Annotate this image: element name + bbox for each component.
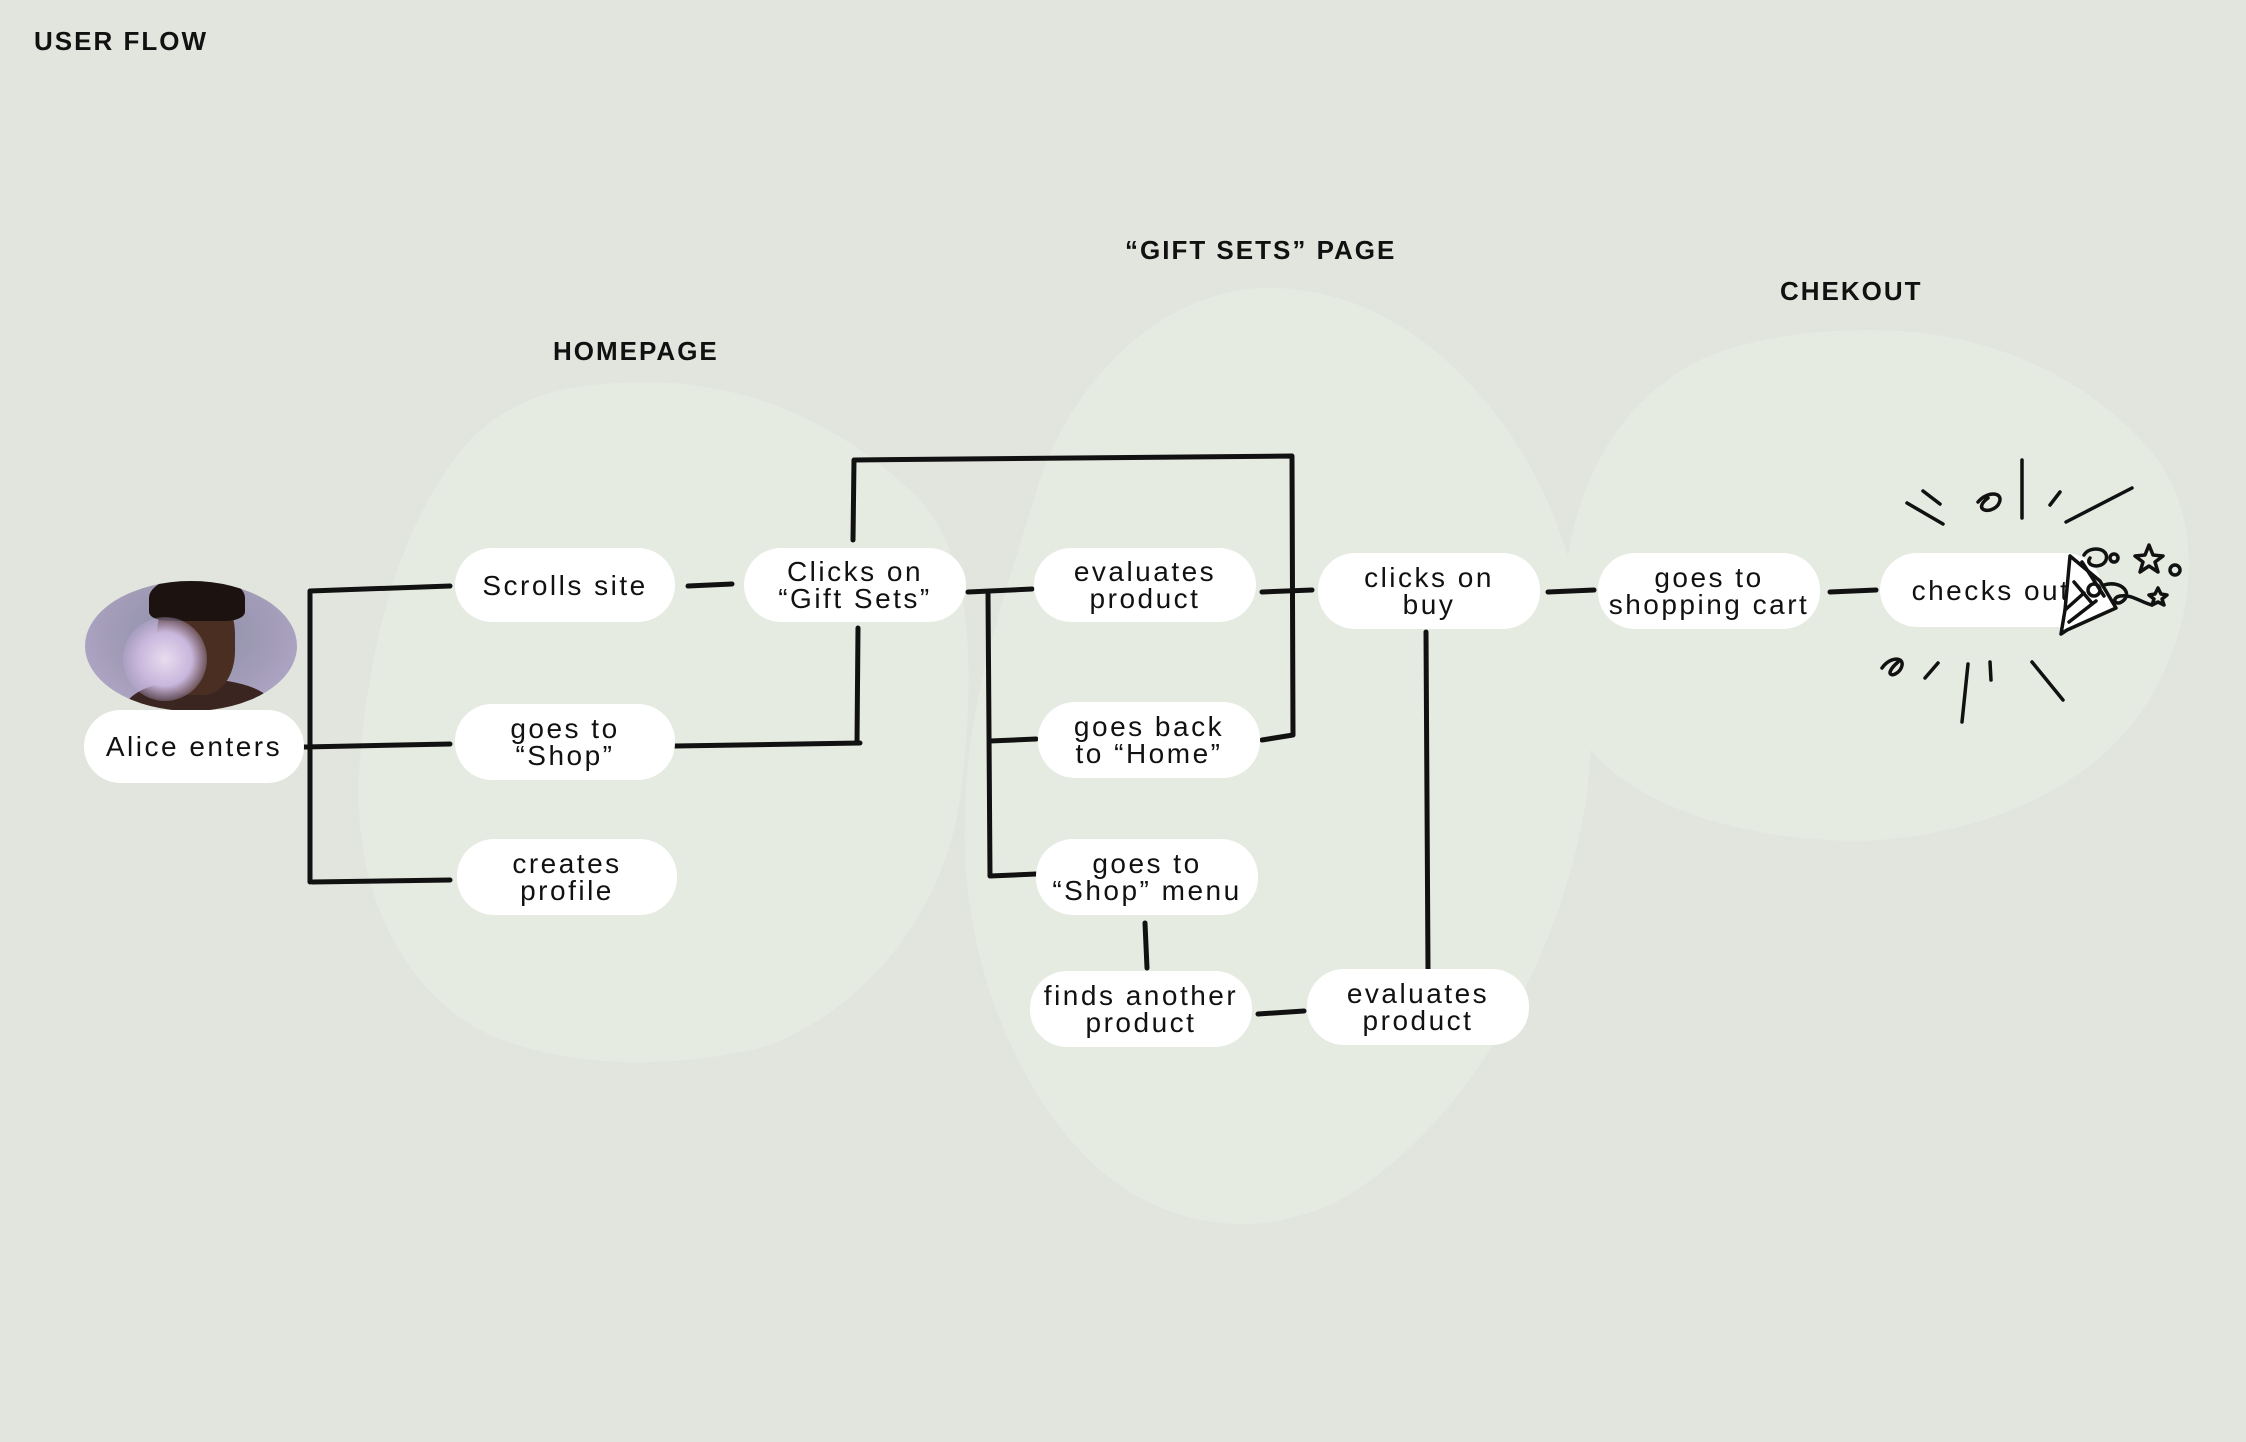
node-clicks-on-buy[interactable]: clicks on buy [1318,553,1540,629]
connector-buy-to-cart [1545,587,1597,595]
avatar-photo [85,581,297,711]
flower-icon [123,617,207,701]
connector-giftsets-to-evaluate [965,586,1035,595]
section-title-homepage: HOMEPAGE [553,336,719,366]
node-finds-another-product[interactable]: finds another product [1030,971,1252,1047]
connector-giftset-branch [985,589,1039,879]
connector-top-loop [850,453,1296,743]
node-evaluates-product-2[interactable]: evaluates product [1307,969,1529,1045]
checkout-blob [1562,330,2189,841]
connector-cart-to-checkout [1827,587,1879,595]
node-goes-to-shop[interactable]: goes to “Shop” [455,704,675,780]
connector-finds-to-evaluate2 [1255,1008,1307,1017]
node-goes-to-shopping-cart[interactable]: goes to shopping cart [1598,553,1820,629]
node-evaluates-product-1[interactable]: evaluates product [1034,548,1256,622]
page-title: USER FLOW [34,26,208,56]
node-goes-to-shop-menu[interactable]: goes to “Shop” menu [1036,839,1258,915]
node-clicks-gift-sets[interactable]: Clicks on “Gift Sets” [744,548,966,622]
connector-evaluate2-to-buy [1423,629,1431,973]
node-goes-back-home[interactable]: goes back to “Home” [1038,702,1260,778]
connector-shop-to-giftsets [672,625,863,749]
node-creates-profile[interactable]: creates profile [457,839,677,915]
section-title-checkout: CHEKOUT [1780,276,1923,306]
connector-alice-branch [301,583,453,885]
node-alice-enters[interactable]: Alice enters [84,710,304,783]
connector-scrolls-to-giftsets [685,581,735,589]
connector-shopmenu-to-finds [1142,920,1150,971]
node-scrolls-site[interactable]: Scrolls site [455,548,675,622]
section-title-gift-sets: “GIFT SETS” PAGE [1125,235,1397,265]
party-popper-icon [1880,458,2182,724]
connector-evaluate-to-buy [1259,587,1315,595]
